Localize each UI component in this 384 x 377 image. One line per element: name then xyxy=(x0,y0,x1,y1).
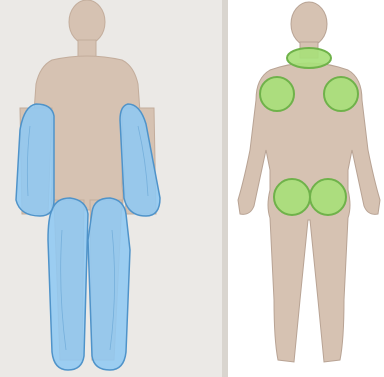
region-left-shoulder xyxy=(260,77,294,111)
front-view-panel xyxy=(0,0,164,377)
region-left-leg xyxy=(48,198,88,370)
front-head xyxy=(69,0,105,44)
panel-gap xyxy=(164,0,228,377)
back-view-panel xyxy=(228,0,384,377)
back-head xyxy=(291,2,327,46)
region-left-buttock xyxy=(274,179,310,215)
region-right-buttock xyxy=(310,179,346,215)
region-right-leg xyxy=(88,198,130,370)
back-body-diagram xyxy=(228,0,384,377)
region-right-shoulder xyxy=(324,77,358,111)
region-left-arm xyxy=(16,104,54,216)
front-body-diagram xyxy=(0,0,164,377)
front-neck xyxy=(78,40,96,58)
region-neck xyxy=(287,48,331,68)
